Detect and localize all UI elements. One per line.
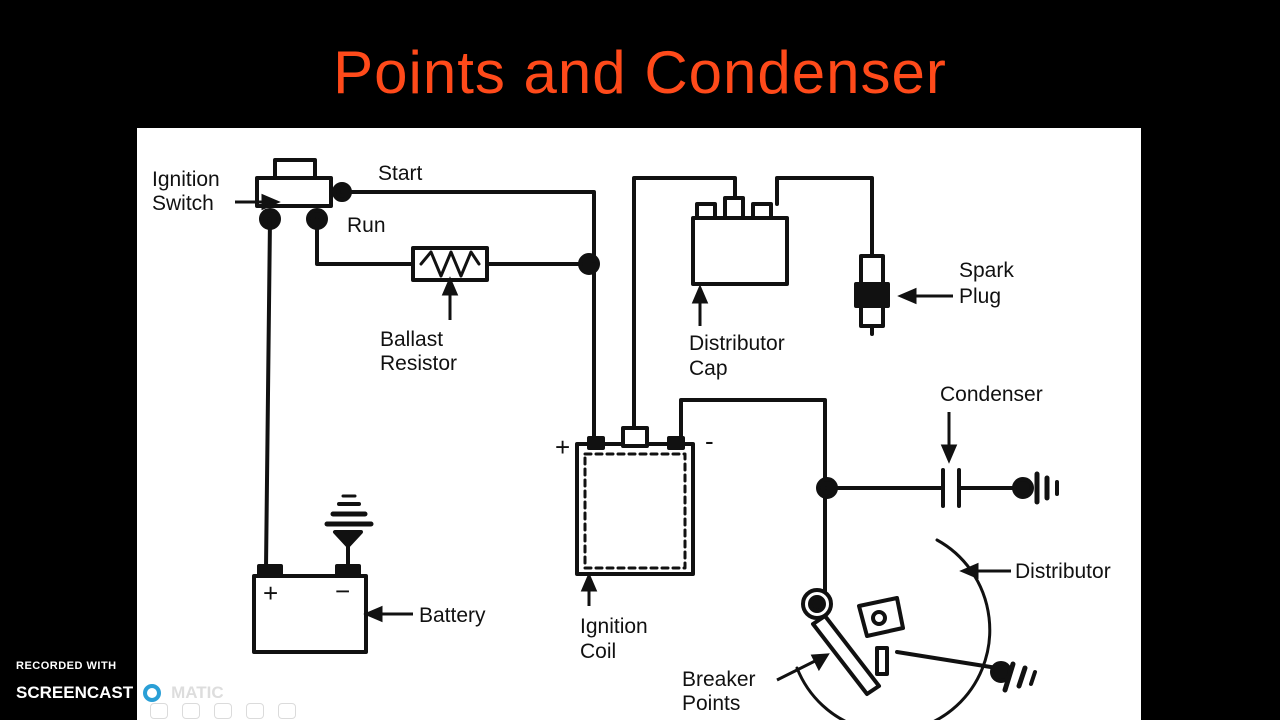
label-breaker-points: Breaker [682, 668, 756, 691]
label-ignition-switch-2: Switch [152, 192, 214, 215]
ignition-coil [575, 426, 695, 576]
diagram-canvas: Ignition Switch Start Run Ballast Resist… [152, 158, 1111, 720]
watermark-recorded-with: RECORDED WITH [16, 660, 117, 672]
distributor-housing [795, 538, 992, 720]
condenser [941, 468, 1019, 508]
label-ballast-resistor: Ballast [380, 328, 443, 351]
recorder-toolbar [150, 703, 340, 720]
condenser-ground-icon [1012, 471, 1059, 505]
pen-icon[interactable] [182, 703, 200, 719]
label-ballast-resistor-2: Resistor [380, 352, 457, 375]
label-battery: Battery [419, 604, 486, 627]
watermark-brand-suffix: MATIC [171, 683, 224, 702]
distributor-cap [691, 196, 789, 286]
label-ignition-switch: Ignition [152, 168, 220, 191]
breaker-points [801, 588, 999, 696]
cursor-icon[interactable] [150, 703, 168, 719]
more-icon[interactable] [278, 703, 296, 719]
label-spark-plug-2: Plug [959, 285, 1001, 308]
distributor-ground-icon [990, 661, 1037, 693]
label-distributor: Distributor [1015, 560, 1111, 583]
label-condenser: Condenser [940, 383, 1043, 406]
coil-plus-sign: + [555, 432, 570, 462]
wiring-diagram: Ignition Switch Start Run Ballast Resist… [137, 128, 1141, 720]
ballast-resistor [411, 246, 489, 282]
label-distributor-cap-2: Cap [689, 357, 728, 380]
screencast-watermark: RECORDED WITH SCREENCAST MATIC [16, 660, 224, 708]
spark-plug [854, 234, 890, 336]
label-run: Run [347, 214, 386, 237]
pointer-arrows [235, 193, 1011, 682]
label-start: Start [378, 162, 423, 185]
label-ignition-coil: Ignition [580, 615, 648, 638]
zoom-icon[interactable] [246, 703, 264, 719]
battery [252, 564, 368, 654]
battery-plus-sign: + [263, 578, 278, 608]
slide-title: Points and Condenser [333, 39, 947, 106]
label-distributor-cap: Distributor [689, 332, 785, 355]
watermark-brand-text: SCREENCAST [16, 683, 134, 702]
label-spark-plug: Spark [959, 259, 1014, 282]
camera-icon[interactable] [214, 703, 232, 719]
label-ignition-coil-2: Coil [580, 640, 616, 663]
battery-ground-icon [324, 494, 374, 568]
label-breaker-points-2: Points [682, 692, 740, 715]
battery-minus-sign: − [335, 576, 350, 606]
coil-minus-sign: - [705, 426, 714, 456]
